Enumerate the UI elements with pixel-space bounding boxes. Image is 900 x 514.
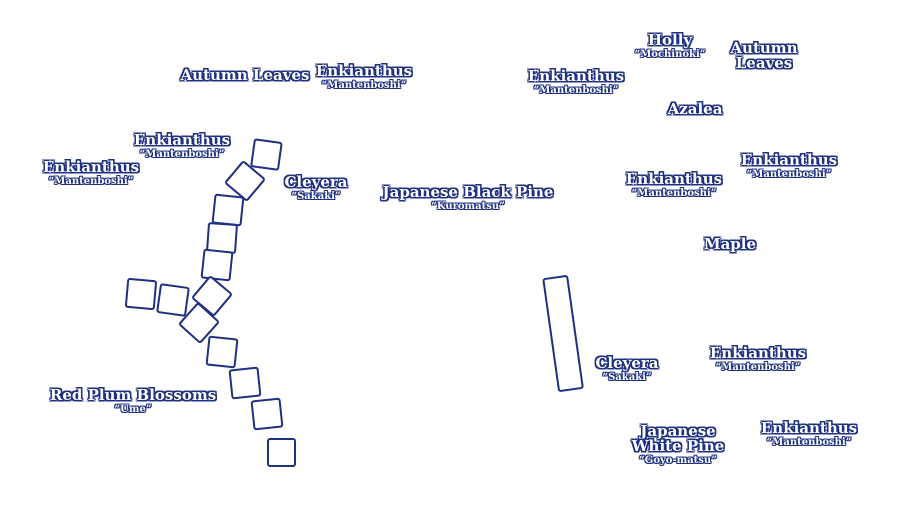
plant-name: Enkianthus <box>315 62 413 80</box>
plant-name: Cleyera <box>284 173 348 191</box>
plant-label-enkianthus-top-left: Enkianthus “Mantenboshi” <box>316 64 412 91</box>
plant-subname: “Ume” <box>114 404 152 415</box>
plant-subname: “Mantenboshi” <box>746 169 832 180</box>
plant-label-enkianthus-top-center: Enkianthus “Mantenboshi” <box>528 69 624 96</box>
stepping-stone <box>124 277 158 311</box>
plant-name: Autumn Leaves <box>730 39 798 72</box>
plant-label-autumn-leaves-left: Autumn Leaves <box>181 68 310 83</box>
plant-label-enkianthus-mid-left: Enkianthus “Mantenboshi” <box>134 133 230 160</box>
plant-name: Enkianthus <box>625 170 723 188</box>
plant-subname: “Mantenboshi” <box>715 362 801 373</box>
plant-label-enkianthus-right-2: Enkianthus “Mantenboshi” <box>626 172 722 199</box>
plant-name: Enkianthus <box>709 344 807 362</box>
plant-label-enkianthus-far-left: Enkianthus “Mantenboshi” <box>43 160 139 187</box>
plant-label-enkianthus-right-4: Enkianthus “Mantenboshi” <box>761 421 857 448</box>
plant-label-enkianthus-right-1: Enkianthus “Mantenboshi” <box>741 153 837 180</box>
plant-subname: “Goyo-matsu” <box>639 455 717 466</box>
stepping-stone <box>206 222 238 254</box>
plant-name: Enkianthus <box>133 131 231 149</box>
plant-name: Autumn Leaves <box>180 66 310 84</box>
plant-name: Red Plum Blossoms <box>49 386 217 404</box>
plant-label-azalea: Azalea <box>668 102 723 117</box>
plant-label-cleyera-right: Cleyera “Sakaki” <box>595 356 658 383</box>
plant-label-enkianthus-right-3: Enkianthus “Mantenboshi” <box>710 346 806 373</box>
plant-name: Japanese Black Pine <box>382 183 554 201</box>
stepping-stone <box>205 335 239 369</box>
stepping-stone <box>250 397 284 431</box>
plant-name: Enkianthus <box>740 151 838 169</box>
stepping-stone <box>211 193 245 227</box>
plant-subname: “Mantenboshi” <box>321 80 407 91</box>
plant-subname: “Mantenboshi” <box>139 149 225 160</box>
plant-subname: “Mantenboshi” <box>631 188 717 199</box>
stepping-stone <box>200 248 234 282</box>
stepping-stone <box>179 303 219 343</box>
plant-name: Maple <box>703 235 757 253</box>
plant-subname: “Mochinoki” <box>634 49 706 60</box>
plant-label-japanese-white-pine: Japanese White Pine “Goyo-matsu” <box>630 424 726 466</box>
plant-label-japanese-black-pine: Japanese Black Pine “Kuromatsu” <box>383 185 554 212</box>
long-stone-slab <box>542 275 584 392</box>
plant-label-autumn-leaves-right: Autumn Leaves <box>729 41 799 71</box>
plant-name: Azalea <box>667 100 723 118</box>
plant-name: Japanese White Pine <box>631 422 725 455</box>
plant-subname: “Mantenboshi” <box>533 85 619 96</box>
plant-subname: “Sakaki” <box>602 372 652 383</box>
plant-name: Enkianthus <box>42 158 140 176</box>
plant-label-maple: Maple <box>704 237 756 252</box>
plant-label-holly: Holly “Mochinoki” <box>634 33 705 60</box>
plant-name: Enkianthus <box>527 67 625 85</box>
plant-name: Enkianthus <box>760 419 858 437</box>
plant-subname: “Mantenboshi” <box>48 176 134 187</box>
plant-label-cleyera-left: Cleyera “Sakaki” <box>284 175 347 202</box>
plant-name: Cleyera <box>595 354 659 372</box>
stepping-stone <box>250 138 283 171</box>
plant-subname: “Kuromatsu” <box>431 201 505 212</box>
stepping-stone <box>225 161 265 201</box>
stepping-stone <box>228 366 262 400</box>
plant-label-red-plum-blossoms: Red Plum Blossoms “Ume” <box>50 388 216 415</box>
stepping-stone <box>156 283 190 317</box>
plant-name: Holly <box>647 31 693 49</box>
plant-subname: “Sakaki” <box>291 191 341 202</box>
plant-subname: “Mantenboshi” <box>766 437 852 448</box>
stepping-stone <box>267 438 296 467</box>
